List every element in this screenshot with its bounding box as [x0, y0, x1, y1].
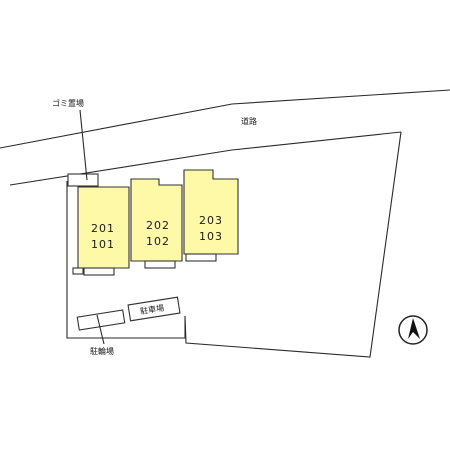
north-arrow-icon [398, 315, 428, 345]
unit-102: 102 [146, 235, 170, 248]
unit-202: 202 [146, 219, 170, 232]
unit-103: 103 [199, 230, 223, 243]
bicycle-leader-line [96, 314, 105, 345]
building-unit-3: 203 103 [183, 169, 239, 262]
road-edge-lower [9, 131, 402, 186]
parking-label: 駐車場 [139, 302, 164, 316]
site-boundary [66, 131, 402, 358]
garbage-leader-line [79, 109, 88, 181]
bicycle-label: 駐輪場 [90, 346, 114, 356]
unit-201: 201 [91, 222, 115, 235]
unit-203: 203 [199, 214, 223, 227]
garbage-label: ゴミ置場 [52, 98, 84, 108]
garbage-station [67, 173, 99, 187]
building-unit-1: 201 101 [72, 186, 130, 276]
road-label: 道路 [241, 116, 257, 126]
building-unit-2: 202 102 [130, 178, 183, 269]
unit-101: 101 [91, 238, 115, 251]
bicycle-parking-area [76, 309, 126, 331]
parking-area: 駐車場 [127, 296, 181, 322]
road-edge-upper [0, 89, 450, 149]
